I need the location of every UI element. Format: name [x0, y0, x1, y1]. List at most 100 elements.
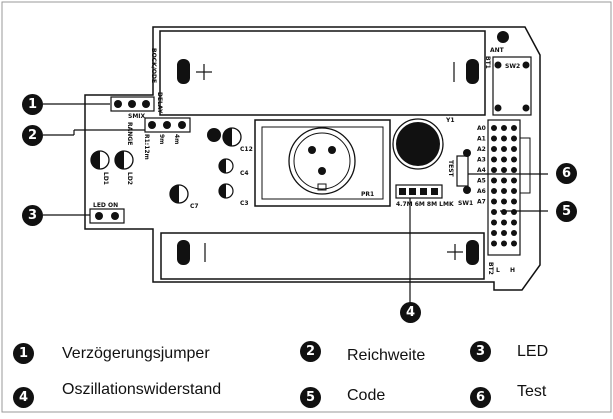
pir-sensor: [254, 119, 391, 207]
code-pin: [511, 240, 517, 247]
sw2-button: [492, 56, 532, 116]
callout-1: 1: [22, 94, 43, 115]
label-battery-top: BOCK/ODE: [150, 48, 157, 83]
code-pin: [501, 125, 507, 131]
code-pin: [491, 167, 497, 173]
code-pin: [511, 156, 517, 163]
code-pin: [511, 188, 517, 194]
label-pr1: PR1: [361, 191, 374, 198]
capacitor-c3: [218, 183, 234, 199]
label-code-row: A1: [477, 136, 486, 143]
code-pin: [491, 198, 497, 205]
code-pin: [511, 167, 517, 173]
label-r3: 4m: [173, 134, 180, 144]
code-pin: [511, 125, 517, 131]
code-pin: [491, 125, 497, 131]
led-on-jumper: [89, 208, 125, 224]
label-c3: C3: [240, 200, 249, 207]
label-r2: 9m: [158, 134, 165, 144]
antenna-pad: [497, 31, 509, 43]
callout-6: 6: [556, 163, 577, 184]
label-smix: SMIX: [128, 113, 146, 120]
label-led-on: LED ON: [93, 202, 118, 209]
legend-label-6: Test: [517, 383, 547, 400]
battery-top: [159, 30, 486, 116]
legend-label-1: Verzögerungsjumper: [62, 345, 210, 362]
label-bt1: BT1: [484, 56, 491, 69]
label-ant: ANT: [490, 47, 505, 54]
label-code-row: A0: [477, 125, 486, 132]
code-pin: [491, 230, 497, 236]
code-pin: [511, 219, 517, 226]
code-pin: [511, 230, 517, 236]
legend-label-5: Code: [347, 387, 386, 404]
legend-num-1: 1: [13, 343, 34, 364]
legend-label-4: Oszillationswiderstand: [62, 381, 222, 398]
label-r1: R1:12m: [143, 134, 150, 160]
label-code-row: A6: [477, 188, 486, 195]
oscillation-jumper: [395, 184, 443, 199]
legend-num-6: 6: [470, 387, 491, 408]
code-pin: [511, 135, 517, 142]
callout-2: 2: [22, 125, 43, 146]
legend-num-4: 4: [13, 387, 34, 408]
legend-num-3: 3: [470, 341, 491, 362]
led-ld1: [90, 150, 110, 170]
label-code-row: A2: [477, 146, 486, 153]
code-header: [487, 119, 531, 256]
code-pin: [491, 135, 497, 142]
capacitor-c7: [169, 184, 189, 204]
label-h: H: [510, 267, 515, 274]
code-pin: [501, 156, 507, 163]
code-pin: [511, 146, 517, 152]
code-pin: [501, 146, 507, 152]
legend-label-2: Reichweite: [347, 347, 426, 364]
label-code-row: A7: [477, 199, 486, 206]
code-pin: [491, 240, 497, 247]
code-pin: [501, 135, 507, 142]
capacitor-c4: [218, 158, 234, 174]
legend-label-3: LED: [517, 343, 549, 360]
label-sw1: SW1: [458, 200, 473, 207]
capacitor-c12: [222, 127, 242, 147]
label-sw2: SW2: [505, 63, 520, 70]
label-range: RANGE: [126, 122, 133, 145]
code-pin: [501, 209, 507, 215]
code-pin: [511, 209, 517, 215]
delay-jumper: [110, 96, 155, 112]
callout-leaders: [43, 103, 548, 303]
pcb-outline: [84, 26, 541, 291]
code-pin: [491, 219, 497, 226]
sw1-switch: [456, 149, 471, 194]
code-pin: [491, 156, 497, 163]
battery-bottom: [160, 232, 485, 280]
led-ld2: [114, 150, 134, 170]
code-pin: [501, 167, 507, 173]
callout-5: 5: [556, 201, 577, 222]
legend-num-2: 2: [300, 341, 321, 362]
legend-num-5: 5: [300, 387, 321, 408]
code-pin: [511, 198, 517, 205]
code-pin: [501, 219, 507, 226]
callout-3: 3: [22, 205, 43, 226]
code-pin: [491, 188, 497, 194]
code-pin: [491, 177, 497, 184]
label-test: TEST: [447, 160, 454, 178]
code-pin: [501, 240, 507, 247]
label-bt2: BT2: [487, 262, 494, 275]
label-code-row: A3: [477, 157, 486, 164]
label-res-row: 4.7M 6M 8M LMK: [396, 201, 454, 208]
code-pin: [491, 209, 497, 215]
label-ld1: LD1: [102, 172, 109, 185]
code-pin: [501, 198, 507, 205]
code-pin: [501, 177, 507, 184]
capacitor-c1: [207, 128, 221, 142]
label-c4: C4: [240, 170, 249, 177]
label-delay: DELAY: [156, 92, 163, 114]
range-jumper: [144, 117, 191, 133]
code-pin: [511, 177, 517, 184]
label-code-row: A5: [477, 178, 486, 185]
